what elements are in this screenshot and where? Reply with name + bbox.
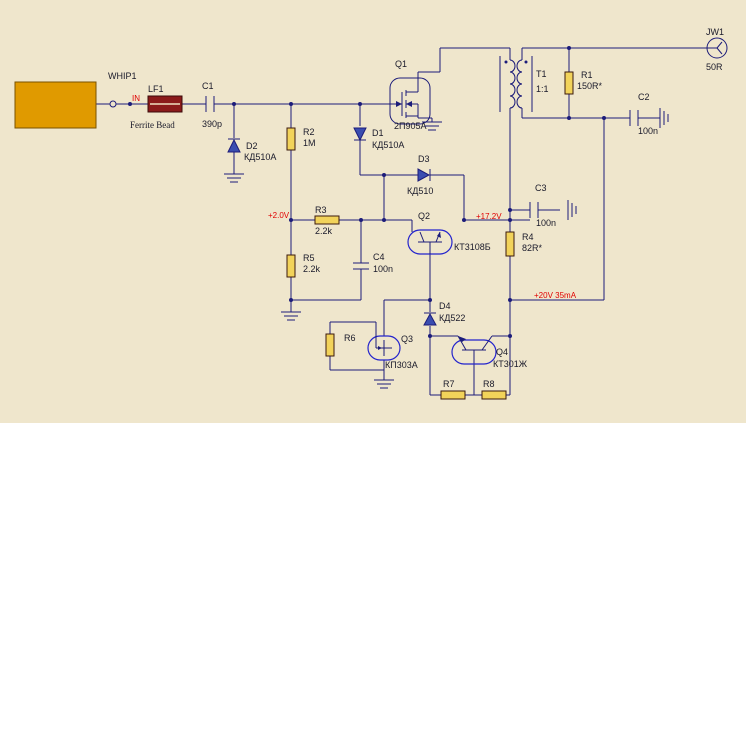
q2-value: КТ3108Б (454, 242, 491, 252)
diode-d1: D1 КД510А (353, 127, 404, 150)
r1-ref: R1 (581, 70, 593, 80)
c4-value: 100n (373, 264, 393, 274)
d2-ref: D2 (246, 141, 258, 151)
r3-value: 2.2k (315, 226, 333, 236)
antenna-body (14, 81, 97, 129)
diode-d3: D3 КД510 (407, 154, 433, 196)
r7-ref: R7 (443, 379, 455, 389)
c1-value: 390p (202, 119, 222, 129)
q1-ref: Q1 (395, 59, 407, 69)
r4-value: 82R* (522, 243, 543, 253)
r3-ref: R3 (315, 205, 327, 215)
r1-value: 150R* (577, 81, 603, 91)
antenna-port (109, 100, 117, 108)
resistor-r1: R1 150R* (564, 70, 603, 95)
capacitor-c1: C1 390p (202, 81, 222, 129)
schematic-canvas: WHIP1 IN LF1 Ferrite Bead C1 390p D2 КД5… (0, 0, 746, 423)
q4-ref: Q4 (496, 347, 508, 357)
c1-ref: C1 (202, 81, 214, 91)
mosfet-q1: Q1 2П905А (389, 59, 431, 131)
c3-value: 100n (536, 218, 556, 228)
antenna-ref: WHIP1 (108, 71, 137, 81)
resistor-r5: R5 2.2k (286, 253, 321, 278)
connector-jw1: JW1 50R (706, 27, 728, 72)
t1-ref: T1 (536, 69, 547, 79)
q2-ref: Q2 (418, 211, 430, 221)
lf1-value: Ferrite Bead (130, 120, 175, 130)
ground-c3 (567, 200, 577, 220)
ground-r5 (281, 311, 301, 321)
d2-value: КД510А (244, 152, 276, 162)
antenna-pin-label: IN (132, 94, 140, 103)
resistor-r2: R2 1M (286, 127, 316, 151)
jw1-ref: JW1 (706, 27, 724, 37)
ferrite-bead-lf1: LF1 Ferrite Bead (130, 84, 183, 130)
ground-d2 (224, 173, 244, 183)
schematic-svg: WHIP1 IN LF1 Ferrite Bead C1 390p D2 КД5… (14, 27, 728, 400)
d4-value: КД522 (439, 313, 465, 323)
d3-ref: D3 (418, 154, 430, 164)
d1-ref: D1 (372, 128, 384, 138)
r2-value: 1M (303, 138, 316, 148)
q3-ref: Q3 (401, 334, 413, 344)
transformer-t1: T1 1:1 (499, 56, 549, 112)
q3-value: КП303А (385, 360, 418, 370)
net-label-2v: +2.0V (268, 211, 290, 220)
c4-ref: C4 (373, 252, 385, 262)
r2-ref: R2 (303, 127, 315, 137)
net-label-17v: +17.2V (476, 212, 502, 221)
resistor-r8: R8 (481, 379, 507, 400)
transistor-q2: Q2 КТ3108Б (407, 211, 491, 255)
r5-ref: R5 (303, 253, 315, 263)
t1-value: 1:1 (536, 84, 549, 94)
resistor-r3: R3 2.2k (314, 205, 340, 236)
junctions (232, 46, 606, 338)
antenna-whip1: WHIP1 IN (14, 71, 140, 129)
lf1-ref: LF1 (148, 84, 164, 94)
diode-d2: D2 КД510А (227, 138, 276, 162)
q4-value: КТ301Ж (493, 359, 528, 369)
r5-value: 2.2k (303, 264, 321, 274)
jw1-value: 50R (706, 62, 723, 72)
ground-q1 (422, 121, 442, 131)
transistor-q4: Q4 КТ301Ж (451, 335, 528, 369)
resistor-r4: R4 82R* (505, 231, 543, 257)
capacitor-c3: C3 100n (529, 183, 556, 228)
capacitor-c2: C2 100n (629, 92, 658, 136)
jfet-q3: Q3 КП303А (367, 322, 418, 370)
c2-ref: C2 (638, 92, 650, 102)
d1-value: КД510А (372, 140, 404, 150)
capacitor-c4: C4 100n (353, 252, 393, 274)
c3-ref: C3 (535, 183, 547, 193)
ground-c2 (659, 108, 669, 128)
c2-value: 100n (638, 126, 658, 136)
r4-ref: R4 (522, 232, 534, 242)
d3-value: КД510 (407, 186, 433, 196)
r6-ref: R6 (344, 333, 356, 343)
wires (96, 47, 707, 396)
q1-value: 2П905А (394, 121, 427, 131)
ground-q3 (374, 379, 394, 389)
resistor-r6: R6 (325, 333, 356, 357)
r8-ref: R8 (483, 379, 495, 389)
diode-d4: D4 КД522 (423, 301, 465, 326)
resistor-r7: R7 (440, 379, 466, 400)
d4-ref: D4 (439, 301, 451, 311)
net-label-20v: +20V 35mA (534, 291, 577, 300)
